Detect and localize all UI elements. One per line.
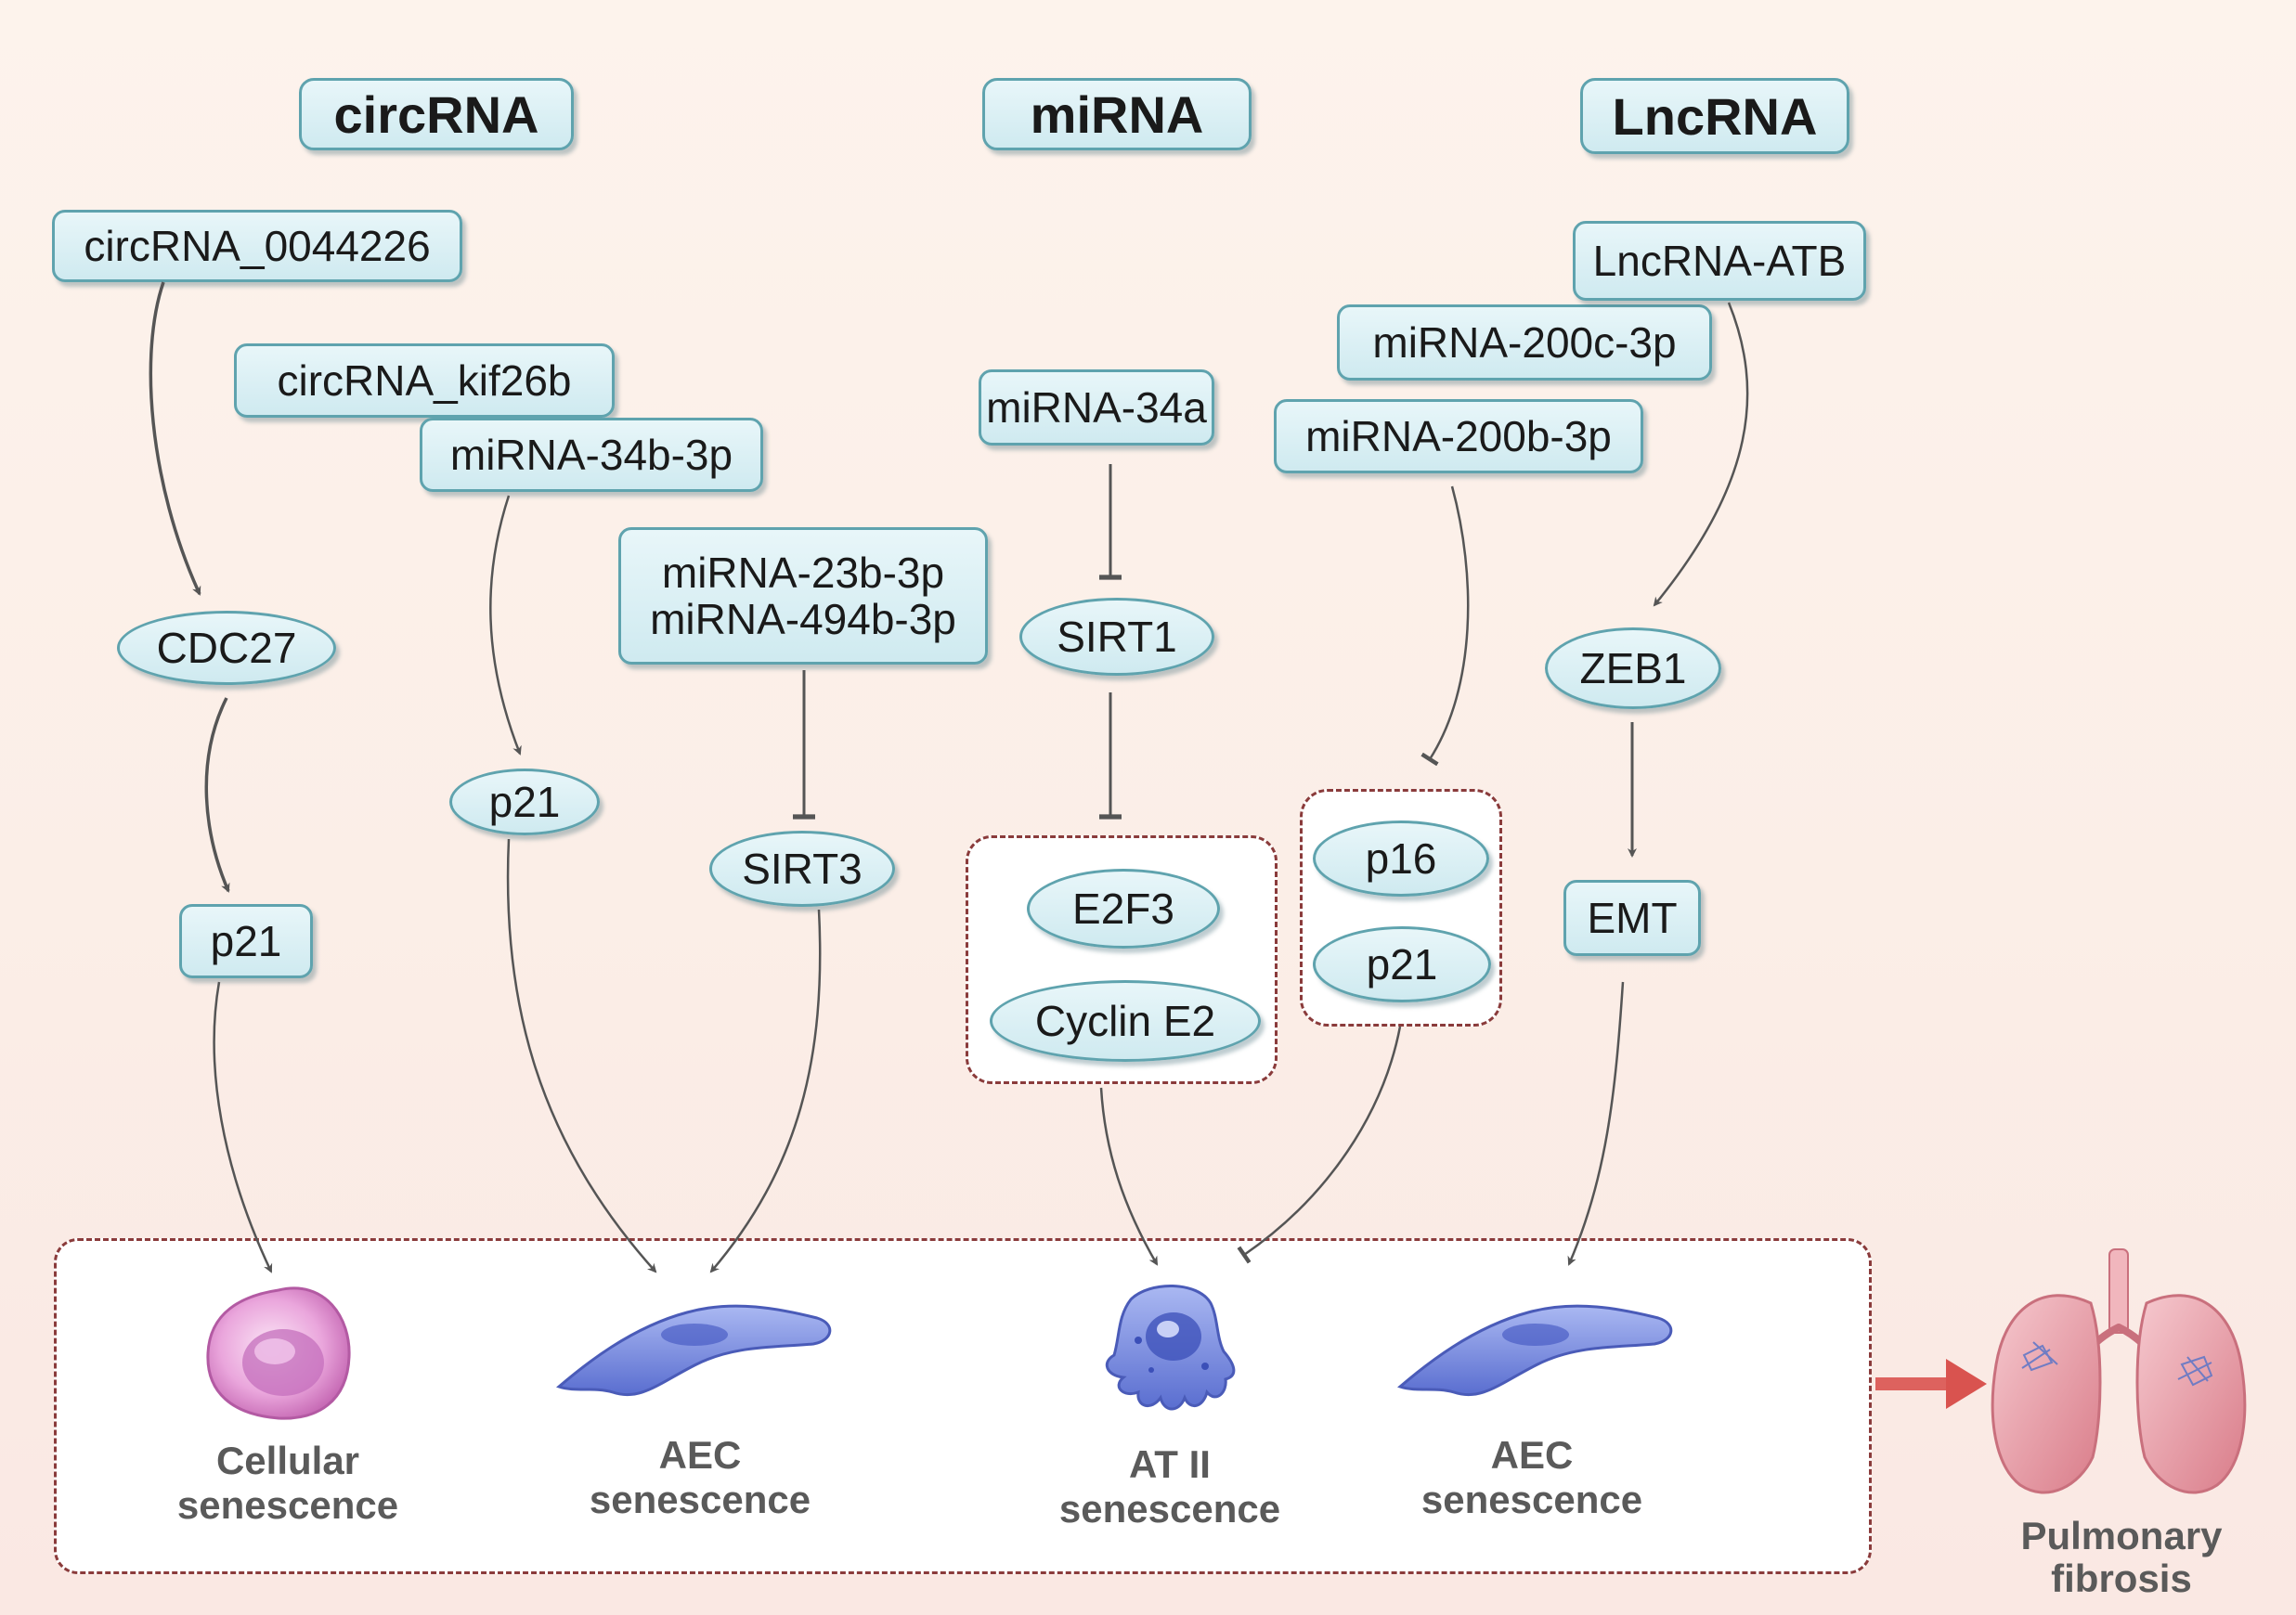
emt-box: EMT bbox=[1563, 880, 1701, 956]
at2-cell-icon bbox=[1105, 1285, 1236, 1411]
header-circrna: circRNA bbox=[299, 78, 574, 150]
cellular-senescence-label: Cellular senescence bbox=[158, 1439, 418, 1528]
arrow-sirt3-aec bbox=[709, 909, 822, 1273]
lungs-icon bbox=[1991, 1248, 2247, 1494]
arrow-mirna34b-p21 bbox=[489, 495, 522, 756]
p21-box-a: p21 bbox=[179, 904, 313, 978]
zeb1-node: ZEB1 bbox=[1545, 627, 1721, 709]
arrow-p21-cellular bbox=[213, 981, 273, 1273]
cyclin-e2-node: Cyclin E2 bbox=[990, 980, 1261, 1062]
mirna-23b-494b-box: miRNA-23b-3p miRNA-494b-3p bbox=[618, 527, 988, 665]
pulmonary-fibrosis-line2: fibrosis bbox=[2051, 1557, 2192, 1600]
mirna-200c-3p-box: miRNA-200c-3p bbox=[1337, 304, 1712, 381]
aec-cell-icon-2 bbox=[1397, 1304, 1673, 1397]
mirna-23b-3p-label: miRNA-23b-3p bbox=[661, 549, 945, 597]
aec-senescence-label-2: AEC senescence bbox=[1402, 1433, 1662, 1522]
aec-senescence-2-line2: senescence bbox=[1420, 1478, 1643, 1521]
circrna-kif26b-box: circRNA_kif26b bbox=[234, 343, 615, 418]
aec-senescence-label-1: AEC senescence bbox=[570, 1433, 830, 1522]
pulmonary-fibrosis-line1: Pulmonary bbox=[2020, 1514, 2223, 1557]
circrna-0044226-box: circRNA_0044226 bbox=[52, 210, 462, 282]
cdc27-node: CDC27 bbox=[117, 611, 336, 685]
inhibit-mirna200b-p16 bbox=[1420, 485, 1470, 767]
outcome-panel bbox=[54, 1238, 1872, 1574]
sirt3-node: SIRT3 bbox=[709, 831, 895, 907]
mirna-494b-3p-label: miRNA-494b-3p bbox=[650, 595, 956, 643]
pulmonary-fibrosis-label: Pulmonary fibrosis bbox=[1987, 1515, 2256, 1600]
header-lncrna: LncRNA bbox=[1580, 78, 1849, 154]
aec-cell-icon-1 bbox=[556, 1304, 832, 1397]
arrow-p21-aec bbox=[506, 838, 657, 1273]
fibrosis-arrow-icon bbox=[1875, 1359, 1987, 1409]
arrow-lncatb-zeb1 bbox=[1653, 302, 1749, 607]
mirna-34a-box: miRNA-34a bbox=[979, 369, 1214, 446]
arrow-cdc27-p21 bbox=[204, 697, 230, 893]
arrow-emt-aec2 bbox=[1567, 981, 1625, 1266]
header-mirna: miRNA bbox=[982, 78, 1252, 150]
p21-node-c: p21 bbox=[1313, 926, 1491, 1002]
at2-senescence-line1: AT II bbox=[1129, 1442, 1211, 1486]
at2-senescence-label: AT II senescence bbox=[1040, 1442, 1300, 1531]
cellular-senescence-line1: Cellular bbox=[215, 1439, 360, 1482]
e2f3-node: E2F3 bbox=[1027, 869, 1220, 949]
lncrna-atb-box: LncRNA-ATB bbox=[1573, 221, 1866, 301]
mirna-200b-3p-box: miRNA-200b-3p bbox=[1274, 399, 1643, 473]
aec-senescence-1-line2: senescence bbox=[589, 1478, 811, 1521]
inhibit-p16group-at2 bbox=[1237, 1026, 1402, 1264]
senescent-cell-icon bbox=[206, 1286, 351, 1420]
aec-senescence-2-line1: AEC bbox=[1490, 1433, 1574, 1477]
aec-senescence-1-line1: AEC bbox=[658, 1433, 742, 1477]
p21-node-b: p21 bbox=[449, 769, 600, 835]
p16-node: p16 bbox=[1313, 820, 1489, 897]
cellular-senescence-line2: senescence bbox=[176, 1483, 399, 1527]
sirt1-node: SIRT1 bbox=[1019, 598, 1214, 676]
mirna-34b-3p-box: miRNA-34b-3p bbox=[420, 418, 763, 492]
arrow-e2f3-at2 bbox=[1099, 1087, 1159, 1266]
arrow-circ0044226-cdc27 bbox=[149, 281, 201, 596]
at2-senescence-line2: senescence bbox=[1058, 1487, 1281, 1531]
